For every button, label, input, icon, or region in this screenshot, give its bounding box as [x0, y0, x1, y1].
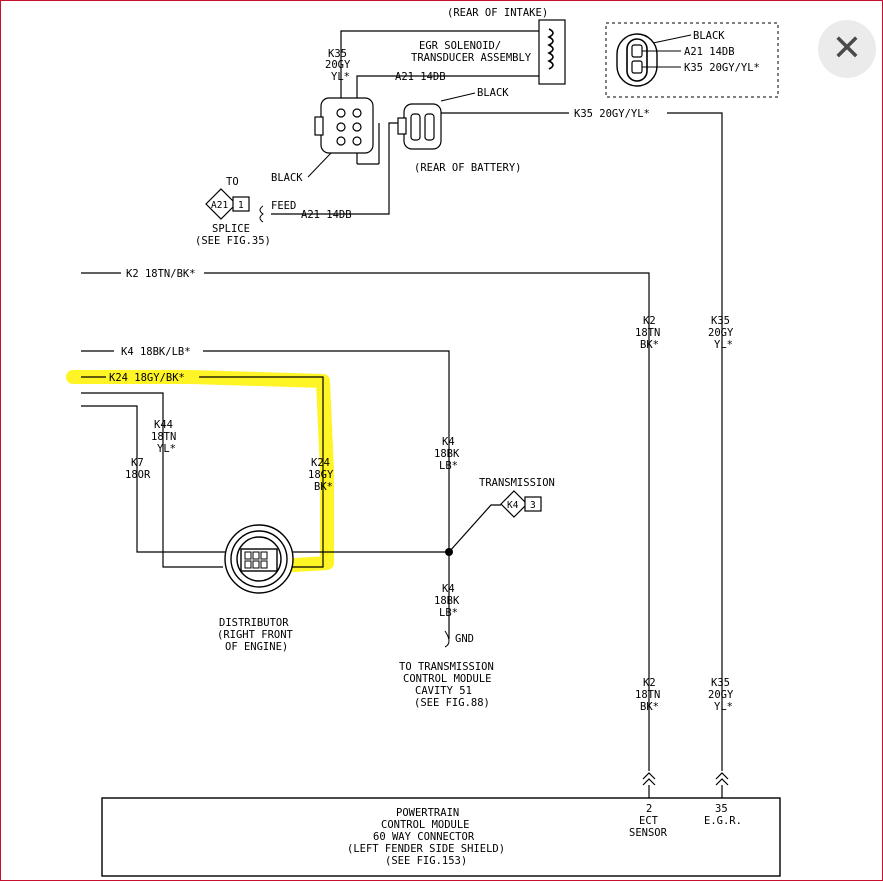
- k44-1: K44: [154, 419, 173, 431]
- wire-a21-feed: [271, 122, 404, 215]
- k2-horiz-label: K2 18TN/BK*: [126, 268, 196, 280]
- feed-label: FEED: [271, 200, 296, 212]
- connector-2way: [397, 103, 442, 150]
- inset-black-label: BLACK: [693, 30, 725, 42]
- k2-low-1: K2: [643, 677, 656, 689]
- k4-v2: 18BK: [434, 448, 460, 460]
- a21-num-label: 1: [238, 200, 244, 211]
- k2-low-3: BK*: [640, 701, 659, 713]
- black-2way-label: BLACK: [477, 87, 509, 99]
- pin35-1: E.G.R.: [704, 815, 742, 827]
- k4-v3: LB*: [439, 460, 458, 472]
- wire-k7: [81, 405, 449, 553]
- k4-horiz-label: K4 18BK/LB*: [121, 346, 191, 358]
- gnd-label: GND: [455, 633, 474, 645]
- pin2-num: 2: [646, 803, 652, 815]
- k35-v2: 20GY: [708, 327, 734, 339]
- k24-v1: K24: [311, 457, 330, 469]
- k2-v1: K2: [643, 315, 656, 327]
- egr-label-1: EGR SOLENOID/: [419, 40, 501, 52]
- k4-low-1: K4: [442, 583, 455, 595]
- k2-low-2: 18TN: [635, 689, 660, 701]
- pcm-3: 60 WAY CONNECTOR: [373, 831, 475, 843]
- tcm-1: TO TRANSMISSION: [399, 661, 494, 673]
- close-icon[interactable]: ✕: [831, 28, 863, 69]
- rear-of-battery-label: (REAR OF BATTERY): [414, 162, 521, 174]
- egr-label-2: TRANSDUCER ASSEMBLY: [411, 52, 532, 64]
- pcm-box: [101, 797, 781, 877]
- k4-splice-junction: [445, 548, 453, 556]
- wire-transmission-leader: [448, 504, 501, 553]
- k24-v3: BK*: [314, 481, 333, 493]
- k4-low-3: LB*: [439, 607, 458, 619]
- a21-feed-label: A21 14DB: [301, 209, 352, 221]
- k4-v1: K4: [442, 436, 455, 448]
- splice-label: SPLICE: [212, 223, 250, 235]
- k7-1: K7: [131, 457, 144, 469]
- k35-horiz-label: K35 20GY/YL*: [574, 108, 650, 120]
- pin2-1: ECT: [639, 815, 659, 827]
- egr-solenoid: [538, 19, 566, 85]
- k24-horiz-label: K24 18GY/BK*: [109, 372, 185, 384]
- distributor-1: DISTRIBUTOR: [219, 617, 289, 629]
- to-label: TO: [226, 176, 239, 188]
- wire-k35-horiz: [667, 112, 723, 771]
- k24-circuit-highlight: [66, 370, 334, 574]
- k35-top-2: 20GY: [325, 59, 351, 71]
- a21-egr-label: A21 14DB: [395, 71, 446, 83]
- see-fig153: (SEE FIG.153): [385, 855, 467, 867]
- k44-2: 18TN: [151, 431, 176, 443]
- k35-top-1: K35: [328, 48, 347, 60]
- pcm-1: POWERTRAIN: [396, 807, 459, 819]
- distributor-3: OF ENGINE): [225, 641, 288, 653]
- k35-v1: K35: [711, 315, 730, 327]
- wire-a21-egr: [356, 75, 539, 98]
- close-button[interactable]: ✕: [818, 20, 876, 78]
- black-6way-label: BLACK: [271, 172, 303, 184]
- k35-v3: YL*: [714, 339, 733, 351]
- k35-low-1: K35: [711, 677, 730, 689]
- see-fig35-label: (SEE FIG.35): [195, 235, 271, 247]
- transmission-k4-diamond: [500, 490, 542, 518]
- labels: (REAR OF INTAKE) EGR SOLENOID/ TRANSDUCE…: [109, 7, 760, 867]
- k4-low-2: 18BK: [434, 595, 460, 607]
- wires: [81, 30, 723, 771]
- k24-v2: 18GY: [308, 469, 334, 481]
- tcm-2: CONTROL MODULE: [403, 673, 492, 685]
- pcm-2: CONTROL MODULE: [381, 819, 470, 831]
- transmission-label: TRANSMISSION: [479, 477, 555, 489]
- distributor-connector: [224, 524, 294, 594]
- inset-connector-view: [605, 22, 779, 98]
- k35-low-3: YL*: [714, 701, 733, 713]
- k35-top-3: YL*: [331, 71, 350, 83]
- pcm-terminals: [642, 772, 729, 798]
- ground-symbol: [444, 630, 450, 648]
- wire-k35-egr: [340, 30, 539, 98]
- k44-3: YL*: [157, 443, 176, 455]
- a21-diamond-label: A21: [211, 200, 228, 211]
- pcm-4: (LEFT FENDER SIDE SHIELD): [347, 843, 505, 855]
- k35-low-2: 20GY: [708, 689, 734, 701]
- see-fig88: (SEE FIG.88): [414, 697, 490, 709]
- rear-of-intake-label: (REAR OF INTAKE): [447, 7, 548, 19]
- tcm-3: CAVITY 51: [415, 685, 472, 697]
- distributor-2: (RIGHT FRONT: [217, 629, 294, 641]
- connector-6way: [314, 97, 374, 154]
- inset-k35-label: K35 20GY/YL*: [684, 62, 760, 74]
- k2-v2: 18TN: [635, 327, 660, 339]
- wire-k44: [81, 392, 223, 568]
- k4-diamond-label: K4: [507, 500, 519, 511]
- k7-2: 18OR: [125, 469, 151, 481]
- pin35-num: 35: [715, 803, 728, 815]
- inset-a21-label: A21 14DB: [684, 46, 735, 58]
- k4-num-label: 3: [530, 500, 536, 511]
- pin2-2: SENSOR: [629, 827, 668, 839]
- k2-v3: BK*: [640, 339, 659, 351]
- splice-a21-diamond: [205, 188, 250, 220]
